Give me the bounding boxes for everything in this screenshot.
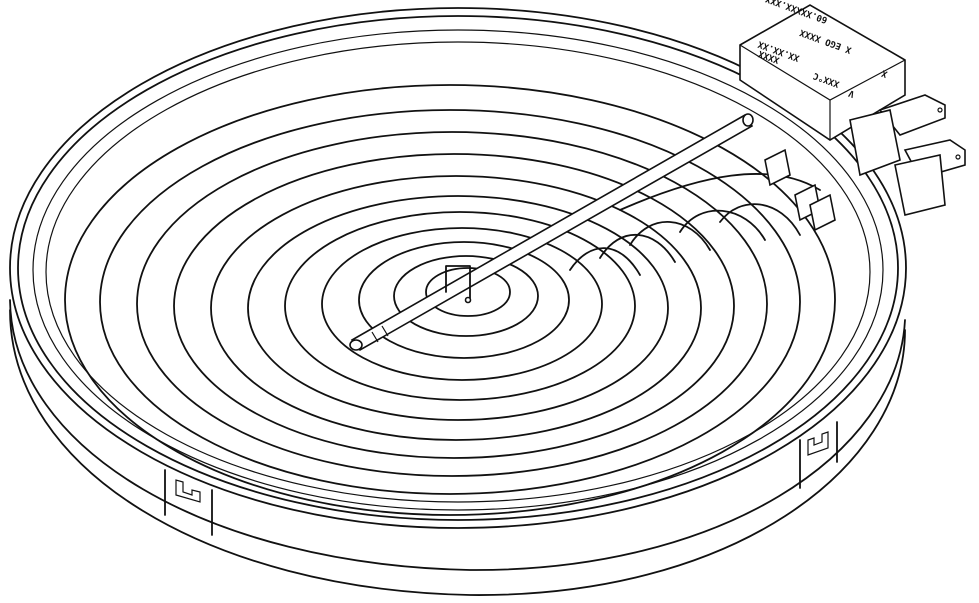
coil-clips [764,148,836,232]
spade-connectors [849,94,966,216]
outer-rim [9,7,907,596]
spiral-heating-coil [64,84,836,516]
mounting-clip-left [164,469,213,536]
label-line-6: V [847,87,856,98]
temperature-limiter-rod [349,113,754,352]
terminal-block: 60.XXXXX.XXX X EGO XXXX XX.XX.XX XXXX XX… [739,0,906,141]
mounting-clip-right [799,421,838,489]
center-staple [445,265,472,304]
label-line-7: X [880,67,889,78]
